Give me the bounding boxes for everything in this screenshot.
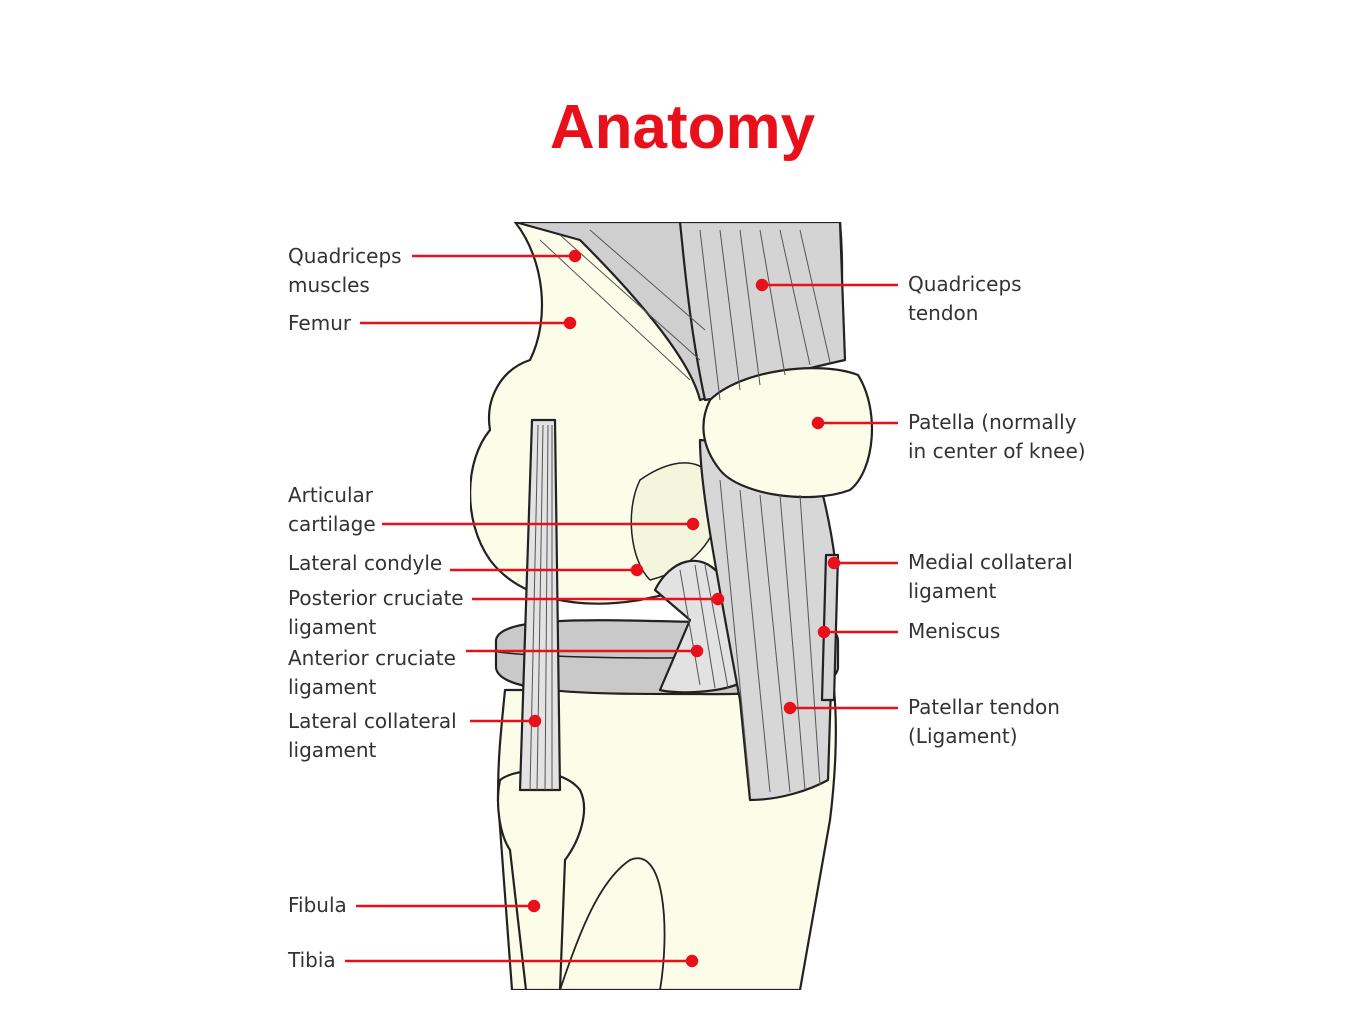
label-quadriceps-muscles: Quadriceps muscles <box>288 244 402 297</box>
quadriceps-tendon-shape <box>678 222 847 402</box>
leader-lines <box>345 249 898 968</box>
label-posterior-cruciate: Posterior cruciate ligament <box>288 586 464 639</box>
articular-cartilage <box>630 462 721 581</box>
medial-collateral-shape <box>820 553 840 702</box>
label-medial-collateral: Medial collateral ligament <box>908 550 1073 603</box>
label-quadriceps-tendon: Quadriceps tendon <box>908 272 1022 325</box>
label-patella: Patella (normally in center of knee) <box>908 410 1086 463</box>
label-lateral-condyle: Lateral condyle <box>288 551 443 575</box>
label-meniscus: Meniscus <box>908 619 1001 643</box>
label-articular-cartilage: Articular cartilage <box>288 483 376 536</box>
page-title: Anatomy <box>549 93 816 162</box>
label-lateral-collateral: Lateral collateral ligament <box>288 709 457 762</box>
patella-bone <box>702 367 874 499</box>
label-femur: Femur <box>288 311 352 335</box>
label-tibia: Tibia <box>288 948 336 972</box>
label-fibula: Fibula <box>288 893 347 917</box>
label-anterior-cruciate: Anterior cruciate ligament <box>288 646 456 699</box>
patellar-tendon-shape <box>698 438 837 802</box>
label-patellar-tendon: Patellar tendon (Ligament) <box>908 695 1060 748</box>
